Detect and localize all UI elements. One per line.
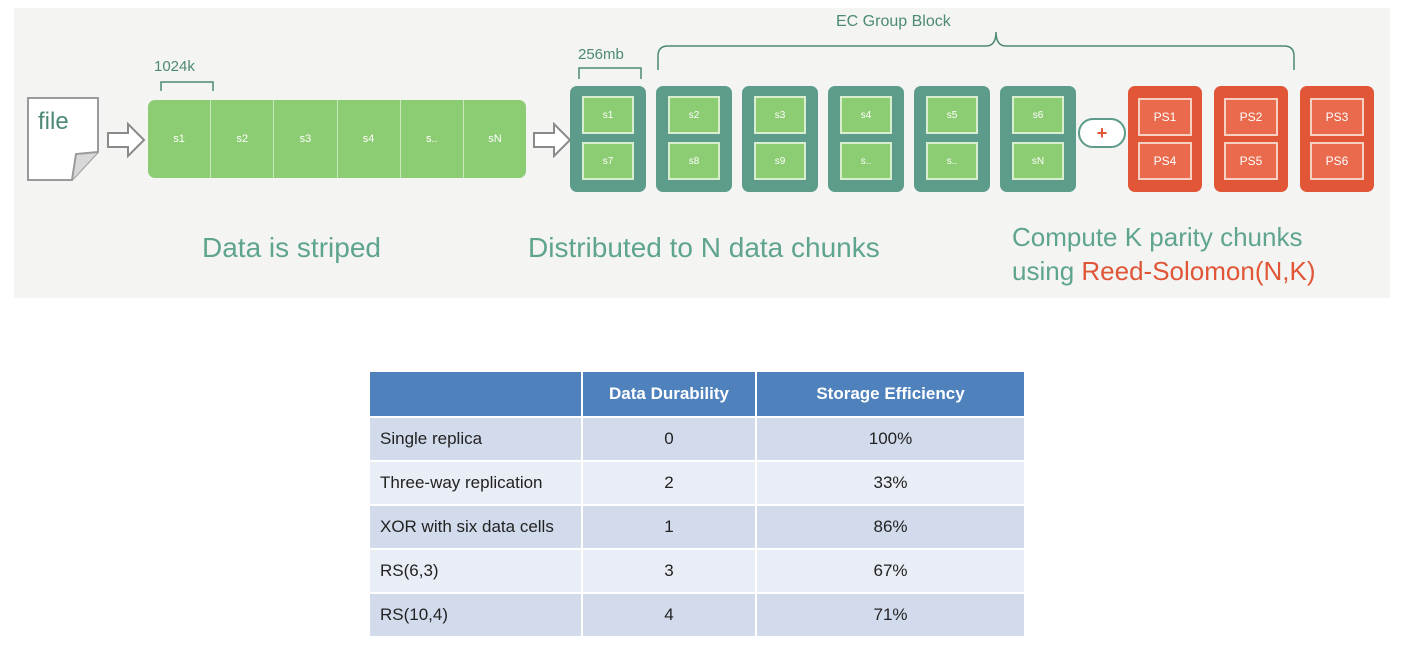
table-cell: RS(6,3) [370,548,582,593]
stripe-size-bracket [160,81,214,91]
striped-data-bar: s1 s2 s3 s4 s.. sN [148,100,526,178]
stripe-cell: s3 [273,100,336,178]
table-cell: 33% [755,460,1024,505]
parity-cell: PS6 [1310,142,1364,180]
data-chunk: s5 s.. [914,86,990,192]
chunk-cell: s4 [840,96,892,134]
caption-distributed: Distributed to N data chunks [528,232,880,263]
chunk-size-label: 256mb [578,46,624,63]
caption-striped: Data is striped [202,232,381,263]
right-arrow-icon [107,122,146,158]
stripe-cell: s4 [336,100,400,178]
ec-group-bracket [657,31,1295,70]
chunk-cell: s2 [668,96,720,134]
chunk-cell: s.. [926,142,978,180]
chunk-cell: s3 [754,96,806,134]
data-chunk: s1 s7 [570,86,646,192]
chunk-cell: s1 [582,96,634,134]
reed-solomon-highlight: Reed-Solomon(N,K) [1081,256,1316,286]
file-icon [27,97,99,181]
chunk-cell: s7 [582,142,634,180]
stripe-cell: s1 [173,133,185,145]
parity-chunk: PS1 PS4 [1128,86,1202,192]
data-chunk: s4 s.. [828,86,904,192]
table-cell: RS(10,4) [370,592,582,636]
table-cell: Single replica [370,416,582,461]
data-chunk: s6 sN [1000,86,1076,192]
table-header: Storage Efficiency [755,372,1024,417]
table-cell: 86% [755,504,1024,549]
parity-cell: PS3 [1310,98,1364,136]
parity-chunk: PS3 PS6 [1300,86,1374,192]
chunk-cell: s9 [754,142,806,180]
caption-parity-line1: Compute K parity chunks [1012,222,1303,252]
parity-cell: PS5 [1224,142,1278,180]
table-row: Single replica 0 100% [370,416,1024,461]
caption-parity-prefix: using [1012,256,1075,286]
chunk-cell: sN [1012,142,1064,180]
table-header [370,372,582,417]
plus-icon: + [1078,118,1126,148]
comparison-table: Data Durability Storage Efficiency Singl… [370,372,1024,636]
file-label: file [38,108,69,135]
table-cell: 1 [581,504,756,549]
table-cell: Three-way replication [370,460,582,505]
chunk-size-bracket [578,67,642,79]
parity-cell: PS1 [1138,98,1192,136]
parity-cell: PS4 [1138,142,1192,180]
table-cell: 0 [581,416,756,461]
parity-cell: PS2 [1224,98,1278,136]
stripe-cell: sN [462,100,526,178]
caption-parity-line2: using Reed-Solomon(N,K) [1012,256,1315,287]
table-row: XOR with six data cells 1 86% [370,504,1024,549]
stripe-size-label: 1024k [154,58,195,75]
table-header-row: Data Durability Storage Efficiency [370,372,1024,417]
table-cell: 71% [755,592,1024,636]
table-cell: XOR with six data cells [370,504,582,549]
data-chunk: s2 s8 [656,86,732,192]
table-cell: 100% [755,416,1024,461]
stripe-cell: s.. [399,100,463,178]
chunk-cell: s6 [1012,96,1064,134]
right-arrow-icon [533,122,572,158]
table-cell: 67% [755,548,1024,593]
table-header: Data Durability [581,372,756,417]
table-cell: 2 [581,460,756,505]
table-row: RS(10,4) 4 71% [370,592,1024,636]
table-cell: 3 [581,548,756,593]
chunk-cell: s.. [840,142,892,180]
data-chunk: s3 s9 [742,86,818,192]
parity-chunk: PS2 PS5 [1214,86,1288,192]
table-cell: 4 [581,592,756,636]
stripe-cell: s2 [210,100,273,178]
chunk-cell: s5 [926,96,978,134]
ec-group-label: EC Group Block [836,13,951,30]
table-row: RS(6,3) 3 67% [370,548,1024,593]
table-row: Three-way replication 2 33% [370,460,1024,505]
chunk-cell: s8 [668,142,720,180]
